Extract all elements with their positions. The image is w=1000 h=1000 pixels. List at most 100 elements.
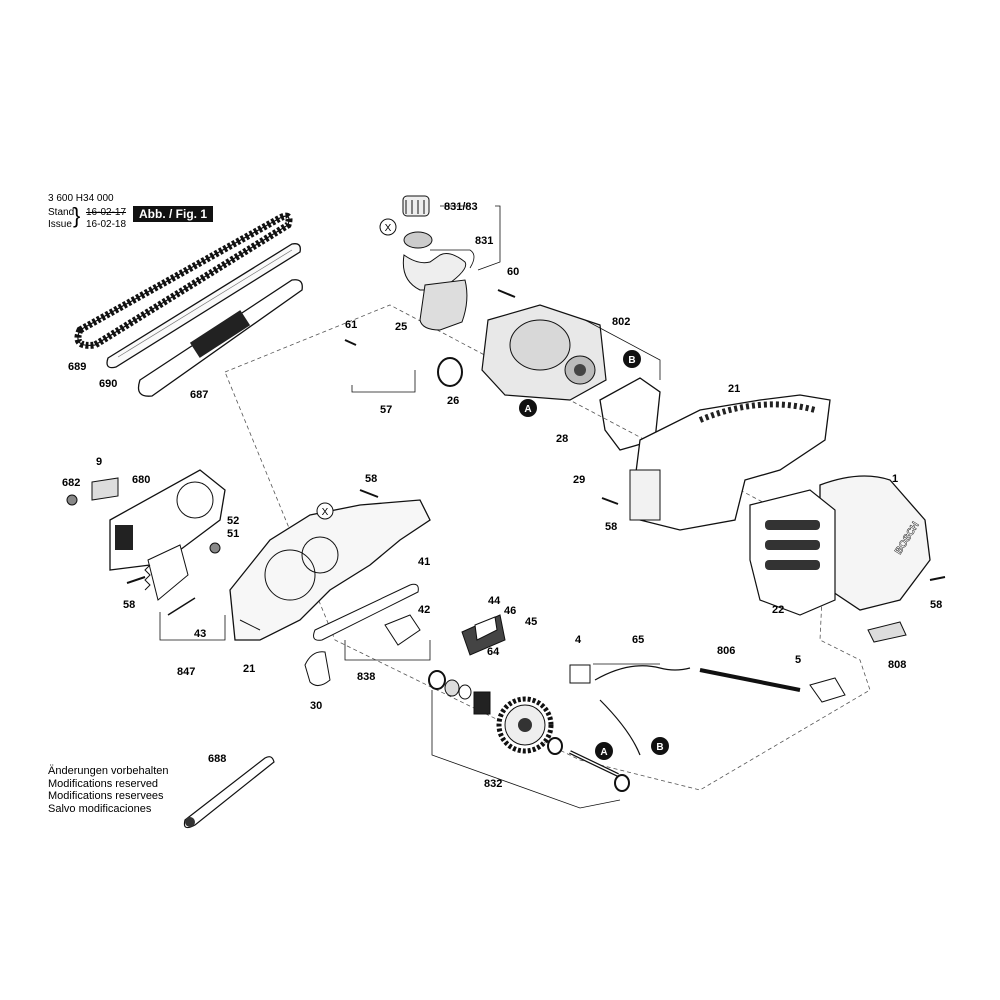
- screws: [66, 289, 946, 616]
- chain-guard-cover: [137, 279, 303, 397]
- side-cover: [749, 489, 836, 616]
- bearing-4: [614, 774, 630, 792]
- part-label-21-top: 21: [728, 383, 740, 395]
- part-label-61: 61: [345, 319, 357, 331]
- part-label-25: 25: [395, 321, 407, 333]
- document-number: 3 600 H34 000: [48, 193, 114, 204]
- figure-tag: Abb. / Fig. 1: [133, 206, 213, 222]
- guide-bar: [106, 243, 301, 369]
- part-label-44: 44: [488, 595, 501, 607]
- part-label-806: 806: [717, 645, 735, 657]
- power-cable: [699, 668, 846, 703]
- wiring-harness: [594, 665, 691, 756]
- part-label-832: 832: [484, 778, 502, 790]
- part-label-808: 808: [888, 659, 906, 671]
- note-line-fr: Modifications reservees: [48, 790, 164, 802]
- bearing-1: [428, 670, 446, 690]
- part-label-42: 42: [418, 604, 430, 616]
- part-label-58-a: 58: [605, 521, 617, 533]
- svg-text:A: A: [524, 404, 531, 415]
- part-label-802: 802: [612, 316, 630, 328]
- part-label-29: 29: [573, 474, 585, 486]
- note-line-en: Modifications reserved: [48, 777, 159, 790]
- bushing: [458, 684, 472, 700]
- bearing-2: [444, 679, 460, 697]
- part-label-22: 22: [772, 604, 784, 616]
- part-label-43: 43: [194, 628, 206, 640]
- oil-tank: [402, 231, 468, 331]
- switch-lever: [384, 614, 421, 646]
- part-label-21-bottom: 21: [243, 663, 255, 675]
- svg-text:B: B: [628, 355, 635, 366]
- switch-unit: [569, 664, 591, 684]
- pinion: [473, 691, 491, 715]
- part-label-687: 687: [190, 389, 208, 401]
- svg-text:B: B: [656, 742, 663, 753]
- part-label-45: 45: [525, 616, 537, 628]
- marker-b-cable: B: [651, 737, 669, 755]
- issue-date: 16-02-18: [86, 219, 127, 230]
- cap-housing: BOSCH: [819, 475, 931, 611]
- brace-icon: }: [73, 203, 81, 228]
- note-line-de: Änderungen vorbehalten: [48, 765, 169, 777]
- part-label-680: 680: [132, 474, 150, 486]
- part-label-847: 847: [177, 666, 195, 678]
- shaft: [569, 750, 619, 777]
- part-label-9: 9: [96, 456, 102, 468]
- part-label-46: 46: [504, 605, 516, 617]
- note-line-es: Salvo modificaciones: [48, 802, 152, 815]
- part-label-1: 1: [892, 473, 898, 485]
- brush-holder: [461, 614, 506, 656]
- wrench: [183, 756, 275, 829]
- tank-cap: [402, 195, 430, 217]
- bearing-3: [547, 737, 563, 755]
- part-label-57: 57: [380, 404, 392, 416]
- part-label-58-b: 58: [365, 473, 377, 485]
- part-label-28: 28: [556, 433, 568, 445]
- issue-label: Issue: [48, 219, 72, 230]
- left-cover: [109, 469, 226, 571]
- assembly-boundary: [224, 304, 871, 791]
- part-label-65: 65: [632, 634, 644, 646]
- housing-half-right: [629, 394, 831, 531]
- modification-note: Änderungen vorbehalten Modifications res…: [48, 765, 168, 815]
- saw-chain: [74, 212, 293, 349]
- part-label-831-83: 831/83: [444, 201, 478, 213]
- part-label-51: 51: [227, 528, 239, 540]
- cable-label: [867, 621, 907, 643]
- gear-wheel: [496, 696, 554, 754]
- part-label-682: 682: [62, 477, 80, 489]
- part-label-4: 4: [575, 634, 582, 646]
- part-label-58-d: 58: [930, 599, 942, 611]
- part-label-690: 690: [99, 378, 117, 390]
- motor: [481, 304, 607, 401]
- stand-date: 16-02-17: [86, 207, 127, 218]
- part-label-688: 688: [208, 753, 226, 765]
- leader-lines: [159, 205, 661, 809]
- part-label-58-c: 58: [123, 599, 135, 611]
- marker-a-cable: A: [595, 742, 613, 760]
- housing-half-left: [229, 499, 431, 641]
- part-label-689: 689: [68, 361, 86, 373]
- tensioner-comb: [144, 544, 189, 601]
- svg-text:A: A: [600, 747, 607, 758]
- part-label-838: 838: [357, 671, 375, 683]
- part-label-5: 5: [795, 654, 801, 666]
- trigger-clip: [304, 651, 331, 686]
- part-label-60: 60: [507, 266, 519, 278]
- label-plate: [91, 477, 119, 501]
- svg-text:X: X: [322, 507, 329, 518]
- part-label-26: 26: [447, 395, 459, 407]
- o-ring: [437, 357, 463, 387]
- part-label-30: 30: [310, 700, 322, 712]
- part-label-41: 41: [418, 556, 430, 568]
- part-label-52: 52: [227, 515, 239, 527]
- svg-text:X: X: [385, 223, 392, 234]
- part-label-64: 64: [487, 646, 500, 658]
- marker-x-top: X: [379, 218, 397, 236]
- marker-x-mid: X: [316, 502, 334, 520]
- lever: [313, 583, 419, 641]
- stand-label: Stand: [48, 207, 75, 218]
